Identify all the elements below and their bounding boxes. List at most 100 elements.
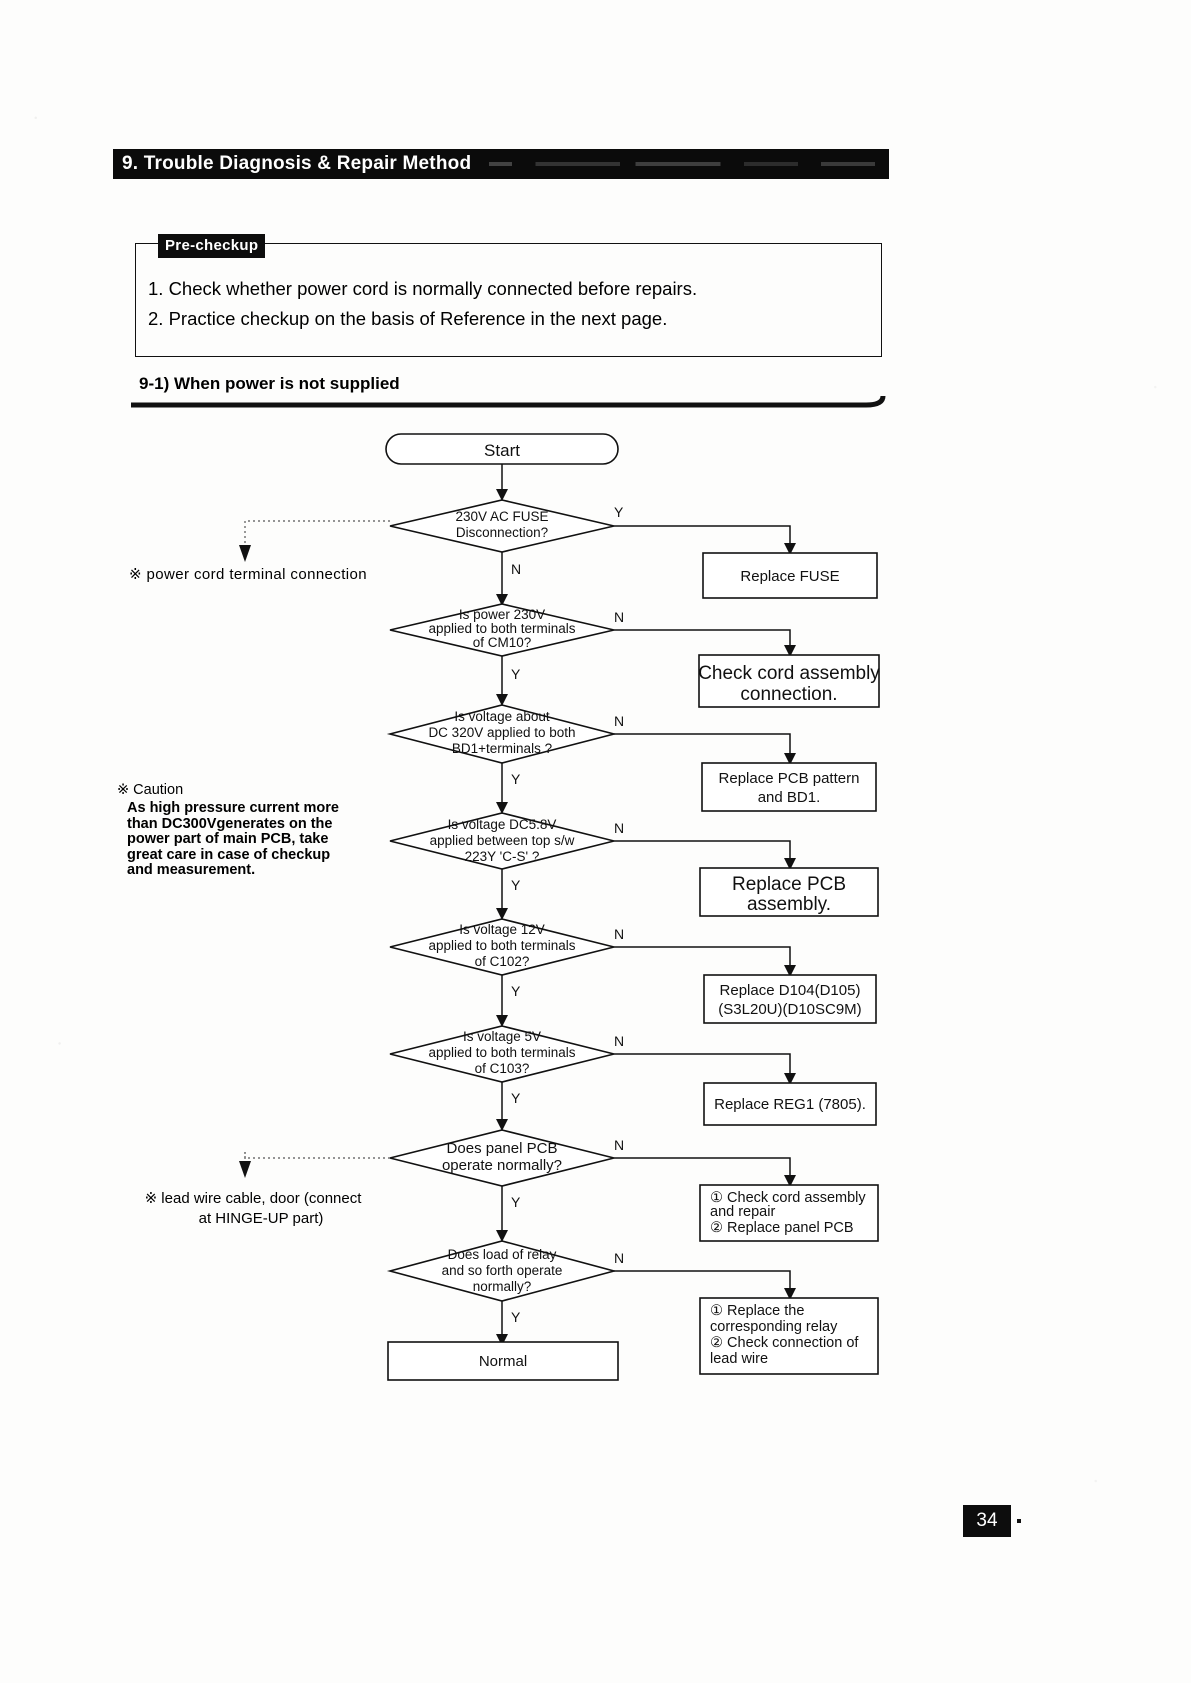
flow-node-label: Check cord assembly xyxy=(698,663,880,684)
annotation-leader-lead-wire xyxy=(239,1152,390,1178)
connector xyxy=(614,1157,796,1187)
scan-smudge xyxy=(489,162,875,166)
chapter-title-bar: 9. Trouble Diagnosis & Repair Method xyxy=(113,149,889,179)
flow-node-label: lead wire xyxy=(710,1351,768,1367)
flow-action-check-cord-assembly: Check cord assembly connection. xyxy=(698,654,880,708)
flow-node-label: Replace D104(D105) xyxy=(720,982,861,999)
branch-label-no: N xyxy=(614,1250,624,1266)
caution-line: than DC300Vgenerates on the xyxy=(127,815,333,832)
branch-label-yes: Y xyxy=(511,877,521,893)
flow-node-label: Is voltage about xyxy=(454,709,550,724)
flow-action-replace-d104: Replace D104(D105) (S3L20U)(D10SC9M) xyxy=(703,974,877,1024)
flow-node-label: Replace PCB xyxy=(732,874,846,895)
branch-label-no: N xyxy=(614,609,624,625)
flow-decision-relay: Does load of relay and so forth operate … xyxy=(386,1240,618,1302)
flow-node-label: ① Check cord assembly xyxy=(710,1190,866,1206)
branch-label-yes: Y xyxy=(511,983,521,999)
flow-node-label: ① Replace the xyxy=(710,1303,804,1319)
branch-label-yes: Y xyxy=(511,771,521,787)
section-underline xyxy=(131,396,886,408)
flow-action-relay-steps: ① Replace the corresponding relay ② Chec… xyxy=(699,1297,879,1375)
flow-node-label: normally? xyxy=(473,1279,532,1294)
flow-node-label: 223Y 'C-S' ? xyxy=(465,849,540,864)
annotation-text: ※ lead wire cable, door (connect xyxy=(144,1190,362,1207)
branch-label-no: N xyxy=(614,926,624,942)
caution-line: great care in case of checkup xyxy=(127,846,331,863)
connector xyxy=(614,1270,796,1300)
flow-action-replace-fuse: Replace FUSE xyxy=(702,552,878,599)
page-title: 9. Trouble Diagnosis & Repair Method xyxy=(122,153,472,174)
flow-node-label: Does load of relay xyxy=(448,1247,557,1262)
branch-label-yes: Y xyxy=(614,504,624,520)
flow-node-label: and repair xyxy=(710,1204,775,1220)
caution-line: power part of main PCB, take xyxy=(127,831,329,847)
list-item: 2. Practice checkup on the basis of Refe… xyxy=(148,308,668,329)
flow-node-label: operate normally? xyxy=(442,1157,562,1174)
flow-action-panel-pcb-steps: ① Check cord assembly and repair ② Repla… xyxy=(699,1184,879,1242)
flow-decision-bd1: Is voltage about DC 320V applied to both… xyxy=(386,704,618,764)
flow-decision-dc58v: Is voltage DC5.8V applied between top s/… xyxy=(389,812,615,870)
flow-node-label: and BD1. xyxy=(758,789,821,806)
connector xyxy=(614,525,796,555)
pre-checkup-list: 1. Check whether power cord is normally … xyxy=(148,274,868,334)
flow-node-label: of C102? xyxy=(475,954,530,969)
section-heading: 9-1) When power is not supplied xyxy=(139,374,400,393)
annotation-power-cord: ※ power cord terminal connection xyxy=(129,566,367,583)
flow-node-label: applied between top s/w xyxy=(430,833,575,848)
flow-decision-panel-pcb: Does panel PCB operate normally? xyxy=(389,1129,615,1187)
flow-node-label: Disconnection? xyxy=(456,525,548,540)
flow-node-label: assembly. xyxy=(747,894,831,915)
flow-node-label: Replace PCB pattern xyxy=(719,770,860,787)
branch-label-no: N xyxy=(614,713,624,729)
flow-node-label: applied to both terminals xyxy=(428,938,575,953)
flow-node-label: ② Replace panel PCB xyxy=(710,1220,854,1236)
flow-node-label: applied to both terminals xyxy=(428,621,575,636)
flow-node-label: Is voltage DC5.8V xyxy=(448,817,557,832)
flow-node-label: of CM10? xyxy=(473,635,532,650)
annotation-text: at HINGE-UP part) xyxy=(198,1210,324,1227)
flow-node-label: Normal xyxy=(479,1353,527,1370)
annotation-marker: ※ xyxy=(129,566,142,583)
flow-decision-c102: Is voltage 12V applied to both terminals… xyxy=(389,918,615,976)
connector xyxy=(614,1053,796,1085)
flow-node-label: connection. xyxy=(740,684,837,705)
list-item: 1. Check whether power cord is normally … xyxy=(148,278,698,299)
branch-label-yes: Y xyxy=(511,1090,521,1106)
caution-line: and measurement. xyxy=(127,862,256,878)
caution-heading: ※ Caution xyxy=(117,782,184,798)
flow-node-label: Is voltage 5V xyxy=(463,1029,541,1044)
flow-node-label: Does panel PCB xyxy=(447,1140,558,1157)
connector xyxy=(614,840,796,870)
flow-node-label: applied to both terminals xyxy=(428,1045,575,1060)
page-number-dot xyxy=(1017,1519,1021,1523)
branch-label-no: N xyxy=(511,561,521,577)
branch-label-yes: Y xyxy=(511,666,521,682)
caution-body: As high pressure current more than DC300… xyxy=(117,800,367,879)
flow-node-label: (S3L20U)(D10SC9M) xyxy=(718,1001,861,1018)
flow-node-label: DC 320V applied to both xyxy=(428,725,575,740)
flow-node-label: of C103? xyxy=(475,1061,530,1076)
annotation-lead-wire: ※ lead wire cable, door (connect at HING… xyxy=(138,1189,368,1229)
flow-node-label: Is power 230V xyxy=(459,607,545,622)
flow-decision-cm10: Is power 230V applied to both terminals … xyxy=(389,603,615,657)
flow-node-label: and so forth operate xyxy=(442,1263,563,1278)
flow-node-start: Start xyxy=(385,433,619,465)
flow-node-label: Is voltage 12V xyxy=(459,922,545,937)
flow-action-replace-reg1: Replace REG1 (7805). xyxy=(703,1082,877,1126)
page-number: 34 xyxy=(963,1505,1011,1537)
annotation-leader-power-cord xyxy=(239,520,390,562)
branch-label-no: N xyxy=(614,1033,624,1049)
flow-action-replace-pcb-pattern: Replace PCB pattern and BD1. xyxy=(701,762,877,812)
flow-decision-c103: Is voltage 5V applied to both terminals … xyxy=(389,1025,615,1083)
branch-label-yes: Y xyxy=(511,1194,521,1210)
flow-node-normal: Normal xyxy=(387,1341,619,1381)
flow-node-label: BD1+terminals ? xyxy=(452,741,552,756)
connector xyxy=(614,629,796,657)
flow-node-label: corresponding relay xyxy=(710,1319,838,1335)
pre-checkup-panel xyxy=(135,243,882,357)
caution-line: As high pressure current more xyxy=(127,800,339,816)
pre-checkup-tag: Pre-checkup xyxy=(158,234,266,258)
flow-action-replace-pcb-assembly: Replace PCB assembly. xyxy=(699,867,879,917)
